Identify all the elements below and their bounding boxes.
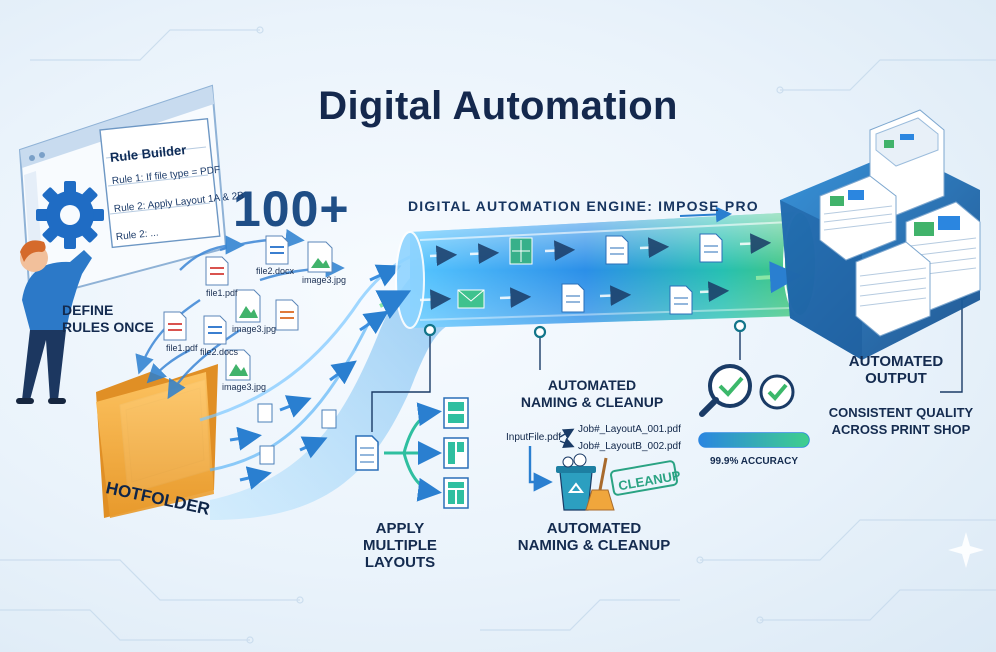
output-filename: Job#_LayoutA_001.pdf: [578, 424, 681, 435]
check-badge-icon: [759, 374, 795, 410]
engine-label: DIGITAL AUTOMATION ENGINE: IMPOSE PRO: [408, 198, 759, 214]
engine-flow: [375, 233, 802, 320]
file-pdf-icon: [205, 256, 229, 286]
grid-doc-icon: [509, 237, 533, 265]
gear-icon: [36, 181, 104, 249]
hotfolder-icon: [96, 364, 218, 518]
layout-b-icon: [443, 437, 469, 469]
file-docx-icon: [265, 235, 289, 265]
person-figure: [16, 240, 92, 404]
layout-branch: [355, 397, 469, 509]
output-filename: Job#_LayoutB_002.pdf: [578, 441, 681, 452]
accuracy-bar: [698, 432, 810, 448]
doc-icon: [605, 235, 629, 265]
accuracy-bar-fill: [699, 433, 809, 447]
sparkle-icon: [948, 532, 984, 568]
file-label: file2.docx: [256, 266, 295, 276]
circuit-lines: [0, 26, 996, 644]
file-label: image3.jpg: [222, 382, 267, 392]
broom-icon: [585, 457, 615, 511]
file-label: image3.jpg: [232, 324, 277, 334]
doc-icon: [669, 285, 693, 315]
cleanup-stamp: [610, 460, 678, 496]
recycle-bin-icon: [556, 453, 596, 511]
image-file-icon: [235, 289, 261, 323]
doc-icon: [699, 233, 723, 263]
rename-arrows: [528, 428, 575, 492]
file-icons: [163, 235, 333, 381]
file-docx-icon: [203, 315, 227, 345]
file-label: file2.docs: [200, 347, 239, 357]
input-filename: InputFile.pdf: [506, 432, 562, 443]
email-icon: [457, 289, 485, 309]
layout-a-icon: [443, 397, 469, 429]
output-stacks: [780, 109, 981, 360]
file-count-label: 100+: [233, 181, 350, 237]
file-label: image3.jpg: [302, 275, 347, 285]
file-arrows: [135, 229, 345, 400]
file-pdf-icon: [163, 311, 187, 341]
magnifier-check-icon: [699, 364, 752, 417]
file-label: file1.pdf: [206, 288, 238, 298]
image-file-icon: [225, 349, 251, 381]
page-title: Digital Automation: [318, 84, 678, 128]
image-file-icon: [307, 241, 333, 273]
doc-icon: [561, 283, 585, 313]
file-doc-icon: [275, 299, 299, 331]
file-label: file1.pdf: [166, 343, 198, 353]
accuracy-label: 99.9% ACCURACY: [710, 456, 798, 467]
automation-engine-tube: [395, 211, 817, 329]
layout-c-icon: [443, 477, 469, 509]
